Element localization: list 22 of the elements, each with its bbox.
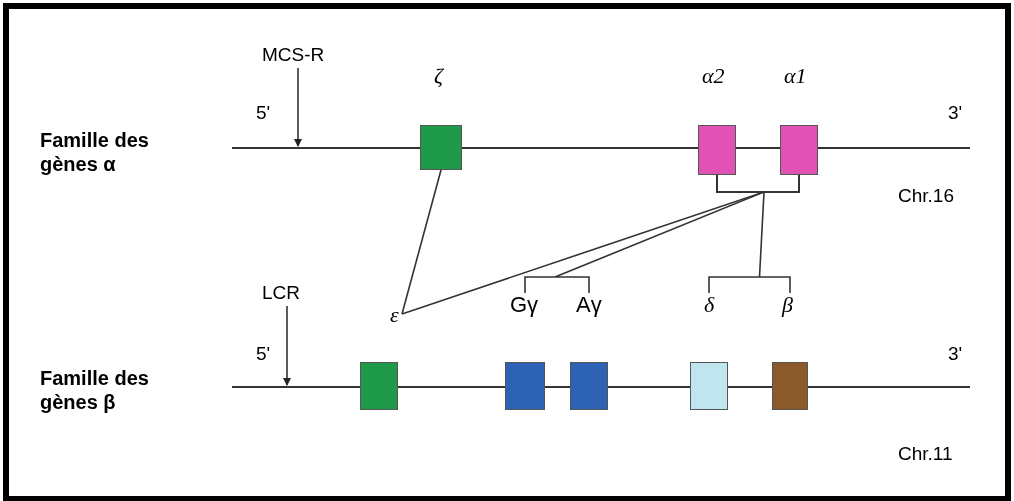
annotation-text: 3' bbox=[948, 343, 963, 365]
gene-label: Gγ bbox=[510, 293, 539, 317]
leader-arrow bbox=[294, 67, 302, 147]
connector-line bbox=[401, 169, 442, 315]
gene-label: α2 bbox=[702, 64, 725, 88]
family-label: Famille des gènes α bbox=[40, 128, 150, 176]
gene-label: α1 bbox=[784, 64, 807, 88]
gene-label: β bbox=[782, 293, 793, 317]
gene-label: ζ bbox=[434, 64, 443, 88]
leader-arrow bbox=[283, 305, 291, 386]
gene-label: ε bbox=[390, 303, 399, 327]
annotation-text: Chr.16 bbox=[898, 185, 954, 207]
annotation-text: 3' bbox=[948, 102, 963, 124]
gene-label: Aγ bbox=[576, 293, 602, 317]
connector-line bbox=[708, 174, 800, 294]
annotation-text: LCR bbox=[262, 282, 300, 304]
gene-label: δ bbox=[704, 293, 715, 317]
annotation-text: MCS-R bbox=[262, 44, 325, 66]
family-label: Famille des gènes β bbox=[40, 366, 150, 414]
annotation-text: Chr.11 bbox=[898, 443, 953, 465]
annotation-text: 5' bbox=[256, 343, 271, 365]
annotation-text: 5' bbox=[256, 102, 271, 124]
